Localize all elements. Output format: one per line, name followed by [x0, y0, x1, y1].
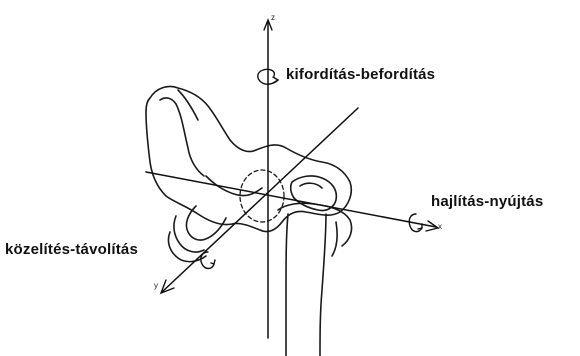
rotation-label: kifordítás-befordítás: [286, 67, 435, 82]
olecranon-hook: [186, 206, 226, 240]
lower-bone-shaft-right: [320, 214, 326, 356]
lower-bone-shaft-left: [286, 214, 288, 356]
bone-illustration: [146, 86, 352, 356]
x-axis-line: [146, 172, 436, 227]
x-axis-letter: x: [438, 223, 442, 231]
z-axis-letter: z: [271, 14, 275, 22]
trochlea: [291, 176, 337, 211]
upper-bone-ridge: [160, 98, 204, 176]
y-rotation-arrow: [201, 252, 214, 269]
lower-bone-neck: [332, 222, 337, 256]
capitulum: [300, 183, 322, 188]
x-rotation-arrowhead: [418, 224, 422, 229]
rotation-arrows: [201, 69, 422, 268]
adduction-abduction-label: közelítés-távolítás: [5, 242, 138, 257]
z-rotation-arrowhead: [273, 77, 278, 83]
y-axis-line: [162, 108, 358, 292]
y-axis-letter: y: [154, 282, 158, 290]
y-rotation-arrowhead: [211, 260, 215, 264]
flexion-extension-label: hajlítás-nyújtás: [431, 194, 543, 209]
